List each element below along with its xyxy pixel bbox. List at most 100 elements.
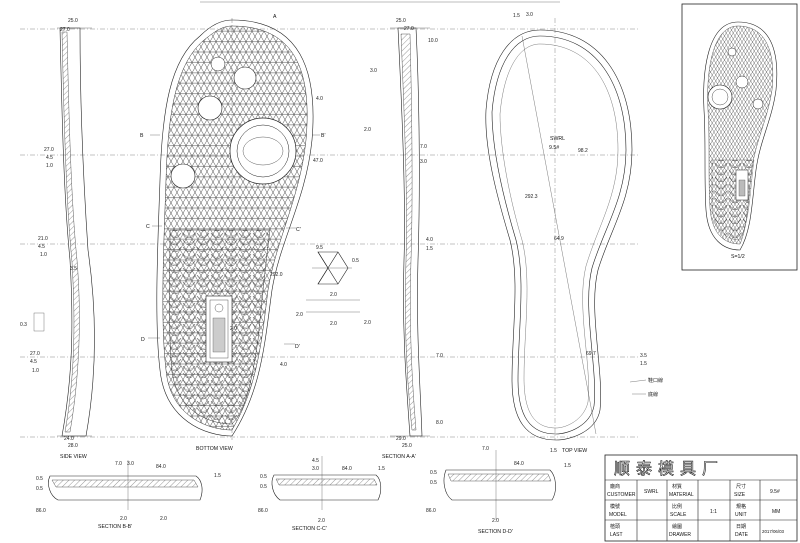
- side-dim-h1: 27.0: [30, 351, 40, 357]
- side-dim-h2: 4.5: [30, 359, 37, 365]
- cc-dim-05b: 0.5: [260, 484, 267, 490]
- material-label: 材質: [672, 483, 682, 490]
- thumbnail-panel: S=1/2: [681, 3, 798, 271]
- det-dim-20: 2.0: [330, 292, 337, 298]
- cc-dim-20: 2.0: [318, 518, 325, 524]
- customer-label-en: CUSTOMER: [607, 492, 636, 498]
- last-label: 楦頭: [610, 523, 620, 530]
- size-label-en: SIZE: [734, 492, 746, 498]
- sa-dim-80: 8.0: [436, 420, 443, 426]
- section-aa: 25.0 27.0 10.0 3.0 2.0 7.0 3.0 4.0 1.5 2…: [364, 18, 443, 460]
- side-dim-bot1: 24.0: [64, 436, 74, 442]
- bv-dim-20b: 2.0: [230, 326, 237, 332]
- center-lines: [20, 18, 640, 440]
- side-dim-top2: 27.0: [60, 27, 70, 33]
- cc-dim-15: 1.5: [378, 466, 385, 472]
- model-label: 模號: [610, 503, 620, 510]
- side-dim-w2: 4.5: [38, 244, 45, 250]
- marker-a: A: [273, 14, 277, 20]
- side-dim-h3: 1.0: [32, 368, 39, 374]
- marker-c: C: [146, 224, 150, 230]
- side-dim-w1: 21.0: [38, 236, 48, 242]
- top-view-heel-dim: 69.7: [586, 351, 596, 357]
- top-view-width-dim: 98.2: [578, 148, 588, 154]
- dd-dim-15: 1.5: [564, 463, 571, 469]
- sa-dim-bot1: 29.0: [396, 436, 406, 442]
- drawer-label: 繪圖: [672, 523, 682, 530]
- section-bb: 7.0 3.0 84.0 1.5 0.5 0.5 2.0 2.0 86.0 SE…: [36, 460, 221, 530]
- side-dim-n2: 0.3: [20, 322, 27, 328]
- date-value: 2017/06/03: [762, 529, 785, 534]
- bb-dim-840: 84.0: [156, 464, 166, 470]
- scale-value: 1:1: [710, 509, 717, 515]
- bb-dim-70: 7.0: [115, 461, 122, 467]
- section-dd-label: SECTION D-D': [478, 529, 513, 535]
- drawer-label-en: DRAWER: [669, 532, 691, 538]
- tread-detail: 9.5 0.5 2.0 2.0: [306, 245, 360, 327]
- dd-dim-20: 2.0: [492, 518, 499, 524]
- top-view-callout-2: 底線: [648, 391, 658, 398]
- cc-dim-45: 4.5: [312, 458, 319, 464]
- bv-dim-40b: 4.0: [280, 362, 287, 368]
- dd-dim-860: 86.0: [426, 508, 436, 514]
- size-label: 尺寸: [736, 483, 746, 490]
- marker-c2: C': [296, 227, 301, 233]
- tv-dim-15c: 1.5: [550, 448, 557, 454]
- section-bb-label: SECTION B-B': [98, 524, 132, 530]
- tv-dim-15: 1.5: [513, 13, 520, 19]
- sa-dim-top1: 25.0: [396, 18, 406, 24]
- det-dim-20b: 2.0: [330, 321, 337, 327]
- title-block: 顺泰模具厂 廠商 CUSTOMER SWRL 材質 MATERIAL 尺寸 SI…: [604, 454, 798, 542]
- sa-dim-70: 7.0: [420, 144, 427, 150]
- unit-value: MM: [772, 509, 780, 515]
- bv-dim-2920: 292.0: [270, 272, 283, 278]
- sa-dim-top3: 10.0: [428, 38, 438, 44]
- side-dim-w3: 1.0: [40, 252, 47, 258]
- marker-b: B: [140, 133, 144, 139]
- tv-dim-15b: 1.5: [640, 361, 647, 367]
- material-label-en: MATERIAL: [669, 492, 694, 498]
- customer-label: 廠商: [610, 483, 620, 490]
- sa-dim-30b: 3.0: [420, 159, 427, 165]
- sa-dim-20: 2.0: [364, 127, 371, 133]
- dd-dim-05: 0.5: [430, 470, 437, 476]
- side-view: 25.0 27.0 27.0 4.5 1.0 21.0 4.5 1.0 3.5 …: [20, 18, 95, 460]
- sa-dim-70b: 7.0: [436, 353, 443, 359]
- top-view-waist-dim: 64.9: [554, 236, 564, 242]
- bb-dim-05b: 0.5: [36, 486, 43, 492]
- cc-dim-860: 86.0: [258, 508, 268, 514]
- cc-dim-05: 0.5: [260, 474, 267, 480]
- sa-dim-40: 4.0: [426, 237, 433, 243]
- scale-label: 比例: [672, 503, 682, 510]
- side-view-label: SIDE VIEW: [60, 454, 87, 460]
- size-value: 9.5#: [770, 489, 780, 495]
- top-view-brand: SWRL: [550, 136, 565, 142]
- marker-d: D: [141, 337, 145, 343]
- sa-dim-bot2: 25.0: [402, 443, 412, 449]
- marker-d2: D': [295, 344, 300, 350]
- dd-dim-05b: 0.5: [430, 480, 437, 486]
- bb-dim-05: 0.5: [36, 476, 43, 482]
- bv-dim-470: 47.0: [313, 158, 323, 164]
- bb-dim-15: 1.5: [214, 473, 221, 479]
- sa-dim-15: 1.5: [426, 246, 433, 252]
- model-label-en: MODEL: [609, 512, 627, 518]
- bb-dim-30: 3.0: [127, 461, 134, 467]
- tv-dim-35: 3.5: [640, 353, 647, 359]
- bv-dim-20: 2.0: [296, 312, 303, 318]
- det-dim-05: 0.5: [352, 258, 359, 264]
- company-name: 顺泰模具厂: [614, 459, 724, 478]
- side-dim-mid1: 27.0: [44, 147, 54, 153]
- last-label-en: LAST: [610, 532, 623, 538]
- top-view-length-dim: 292.3: [525, 194, 538, 200]
- bottom-view: A B B' C C' D D' 4.0 47.0 2.0 292.0 2.0 …: [140, 14, 325, 452]
- bv-dim-40: 4.0: [316, 96, 323, 102]
- side-dim-n: 3.5: [70, 266, 77, 272]
- scale-note: S=1/2: [731, 254, 745, 260]
- sa-dim-30: 3.0: [370, 68, 377, 74]
- bottom-view-label: BOTTOM VIEW: [196, 446, 233, 452]
- unit-label-en: UNIT: [735, 512, 747, 518]
- unit-label: 規格: [736, 503, 746, 510]
- section-dd: 7.0 84.0 1.5 0.5 0.5 2.0 86.0 SECTION D-…: [426, 446, 571, 535]
